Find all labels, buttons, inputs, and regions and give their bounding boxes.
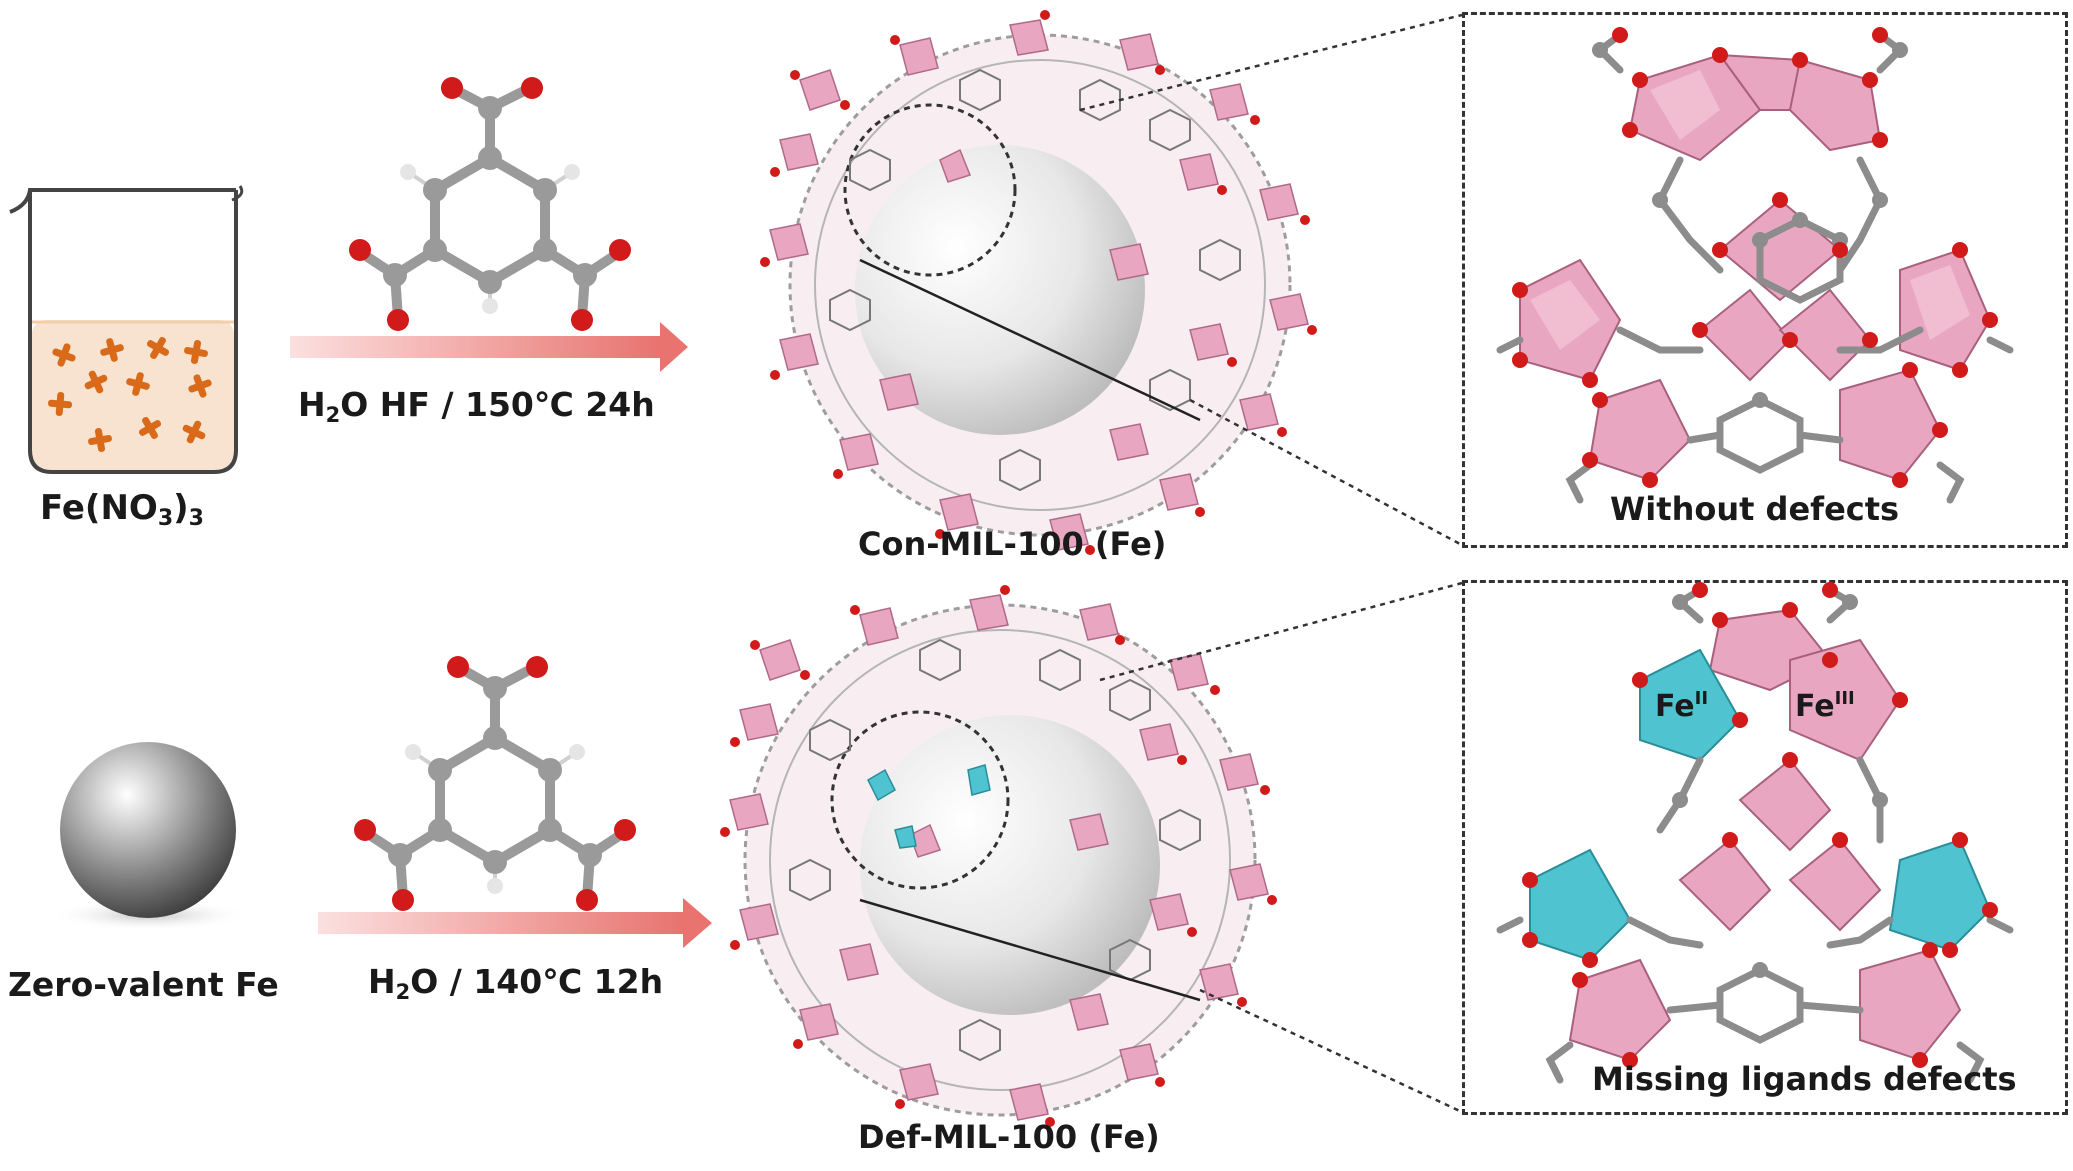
- panel-caption-without-defects: Without defects: [1610, 490, 1900, 528]
- precursor-label-fe-nitrate: Fe(NO3)3: [40, 488, 204, 531]
- fe-iii-label: FeIII: [1795, 688, 1855, 724]
- panel-caption-missing-ligands: Missing ligands defects: [1592, 1060, 2017, 1098]
- product-label-con-mil-100: Con-MIL-100 (Fe): [858, 525, 1167, 563]
- reaction-condition-2: H2O / 140℃ 12h: [368, 962, 664, 1004]
- reaction-condition-1: H2O HF / 150℃ 24h: [298, 385, 655, 427]
- product-label-def-mil-100: Def-MIL-100 (Fe): [858, 1118, 1160, 1156]
- precursor-label-zero-valent-fe: Zero-valent Fe: [8, 965, 279, 1004]
- fe-ii-label: FeII: [1655, 688, 1709, 724]
